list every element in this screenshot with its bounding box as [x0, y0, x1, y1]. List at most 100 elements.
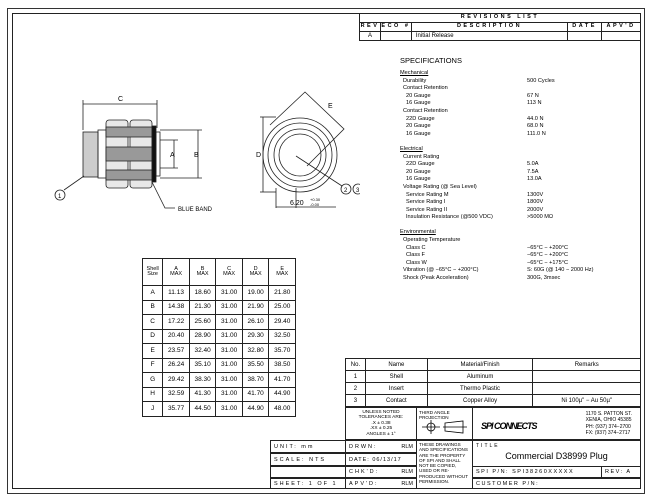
parts-cell: Thermo Plastic	[426, 382, 534, 395]
sheet-outer-border	[7, 8, 645, 494]
spec-row: Class W−65°C − +175°C	[406, 259, 569, 266]
title-field: TITLE Commercial D38999 Plug	[472, 440, 641, 467]
revisions-header: REV	[359, 22, 381, 32]
spec-row: Class C−65°C − +200°C	[406, 244, 569, 251]
shell-table-cell: 29.42	[162, 372, 190, 388]
address-line: PH: (937) 374−2700	[585, 423, 631, 430]
spec-row: Contact Retention	[403, 85, 448, 92]
shell-table-cell: H	[141, 386, 164, 403]
shell-table-cell: C	[141, 314, 164, 330]
drawing-title: Commercial D38999 Plug	[505, 451, 608, 461]
shell-table-cell: 21.30	[188, 299, 217, 316]
shell-table-cell: 41.30	[188, 386, 217, 403]
dim-d-label: D	[256, 152, 261, 159]
spi-logo: SPI CONNECTS	[481, 420, 538, 431]
shell-table-cell: 20.40	[162, 328, 190, 345]
address-line: FX: (937) 374−2717	[585, 430, 631, 436]
unit-field: UNIT: mm	[270, 440, 346, 453]
parts-cell: 2	[345, 382, 366, 395]
shell-table-cell: A	[141, 285, 164, 301]
projection-block: THIRD ANGLE PROJECTION	[416, 407, 473, 440]
shell-table-cell: 25.00	[268, 299, 296, 316]
shell-table-cell: 31.00	[215, 357, 243, 374]
sheet-field: SHEET: 1 OF 1	[270, 478, 346, 489]
shell-table-cell: 31.00	[215, 314, 243, 330]
shell-table-cell: 38.50	[268, 357, 296, 374]
address-line: XENIA, OHIO 45385	[585, 417, 632, 423]
dim-a-label: A	[170, 152, 175, 159]
revision-field: REV: A	[601, 466, 641, 478]
shell-table-cell: D	[141, 328, 164, 345]
shell-table-cell: 18.60	[188, 285, 217, 301]
tol-plus: +0.30	[310, 197, 321, 202]
front-view-outer	[262, 117, 338, 193]
revisions-cell	[567, 31, 603, 41]
revisions-title: REVISIONS LIST	[359, 13, 641, 23]
shell-table-cell: 31.00	[215, 386, 243, 403]
shell-table-cell: 19.00	[241, 285, 270, 301]
shell-table-cell: 31.00	[215, 328, 243, 345]
shell-table-cell: E	[141, 343, 164, 359]
shell-table-cell: 32.50	[268, 328, 296, 345]
revisions-cell	[601, 31, 641, 41]
shell-table-cell: 31.00	[215, 401, 243, 417]
drawn-by-field: DRWN:RLM	[345, 440, 417, 453]
spec-row: Current Rating	[403, 153, 440, 160]
spec-row: Contact Retention	[403, 107, 448, 114]
shell-table-cell: 48.00	[268, 401, 296, 417]
projection-label: THIRD ANGLE PROJECTION	[419, 410, 450, 420]
disclaimer: THESE DRAWINGS AND SPECIFICATIONS ARE TH…	[416, 440, 473, 489]
shell-table-cell: 38.70	[241, 372, 270, 388]
shell-table-cell: 28.90	[188, 328, 217, 345]
spec-row: Mechanical	[400, 70, 429, 76]
shell-table-cell: 21.90	[241, 299, 270, 316]
tolerance-line: .XX ± 0.25	[369, 426, 393, 432]
shell-table-cell: 21.80	[268, 285, 296, 301]
callout-2: 2	[344, 188, 348, 194]
parts-cell: Ni 100µ" − Au 50µ"	[532, 394, 641, 407]
blue-band-label: BLUE BAND	[178, 207, 213, 213]
shell-table-cell: 38.30	[188, 372, 217, 388]
spec-row: Vibration (@ −65°C − +200°C)S: 60G (@ 14…	[403, 267, 594, 274]
parts-cell: Insert	[364, 382, 428, 395]
spec-row: Electrical	[400, 145, 423, 152]
spec-row: Operating Temperature	[403, 237, 461, 244]
shell-table-cell: 29.40	[268, 314, 296, 330]
revisions-header: APV'D	[601, 22, 641, 32]
parts-cell: Copper Alloy	[426, 394, 534, 407]
scale-field: SCALE: NTS	[270, 453, 346, 466]
callout-3: 3	[356, 188, 360, 194]
connector-drawing: C A B D E 1 2 3 BLUE BAND 6.20 +0.30 -0.…	[54, 91, 360, 213]
shell-table-cell: 44.50	[188, 401, 217, 417]
revisions-header: ECO #	[379, 22, 412, 32]
shell-table-cell: 31.00	[215, 285, 243, 301]
shell-table-cell: 35.10	[188, 357, 217, 374]
parts-cell: 3	[345, 394, 366, 407]
shell-table-cell: 35.77	[162, 401, 190, 417]
revisions-cell: Initial Release	[410, 31, 569, 41]
shell-table-cell: 17.22	[162, 314, 190, 330]
revisions-header: DATE	[567, 22, 603, 32]
shell-table-cell: 41.70	[268, 372, 296, 388]
callout-1: 1	[58, 194, 62, 200]
parts-cell	[532, 370, 641, 383]
spec-row: Insulation Resistance (@500 VDC)>5000 MΩ	[406, 214, 554, 221]
